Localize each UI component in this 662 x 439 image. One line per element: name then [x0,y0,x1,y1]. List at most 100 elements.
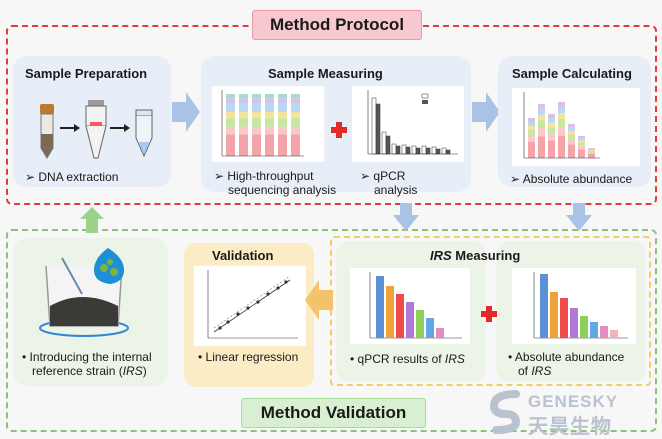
stacked-bar-segment [588,154,595,158]
stacked-bar-segment [538,114,545,121]
stacked-bar-segment [265,98,274,104]
stacked-bar-segment [568,144,575,158]
down-arrow-2 [566,203,592,231]
stacked-bar-segment [252,118,261,127]
plus-icon [331,122,347,138]
stacked-bar-segment [548,114,555,119]
sample-preparation-title: Sample Preparation [25,66,148,81]
stacked-bar-segment [291,111,300,119]
stacked-bar-segment [226,94,235,99]
stacked-bar-segment [278,126,287,135]
sample-measuring-title: Sample Measuring [268,66,383,81]
stacked-bar-segment [278,98,287,104]
stacked-bar-segment [528,122,535,126]
stacked-bar-segment [226,103,235,112]
stacked-bar-segment [558,127,565,136]
stacked-bar-segment [578,149,585,158]
absolute-abundance-bullet: ➢ Absolute abundance [510,172,633,186]
qpcr-bar [381,131,387,155]
stacked-bar-segment [548,127,555,134]
stacked-bar-segment [548,140,555,158]
stacked-bar-segment [568,139,575,145]
stacked-bar-segment [239,94,248,99]
stacked-bar-segment [588,148,595,149]
sample-calculating-title: Sample Calculating [512,66,632,81]
stacked-bar-segment [588,152,595,154]
stacked-bar-segment [252,94,261,99]
stacked-bar-segment [558,113,565,119]
dna-extraction-bullet: ➢ DNA extraction [25,170,119,184]
stacked-bar-segment [568,127,575,131]
stacked-bar-segment [558,102,565,108]
stacked-bar-segment [226,126,235,135]
stacked-bar-segment [265,111,274,119]
method-validation-title: Method Validation [241,398,426,428]
stacked-bar-segment [265,94,274,99]
stacked-bar-segment [278,111,287,119]
stacked-bar-segment [578,142,585,146]
stacked-bar-segment [265,118,274,127]
qpcr-bar [395,145,401,155]
stacked-bar-segment [239,111,248,119]
stacked-bar-segment [588,149,595,150]
method-protocol-title: Method Protocol [252,10,422,40]
qpcr-bar [445,149,451,155]
down-arrow-1 [393,203,419,231]
qpcr-bar [441,147,447,155]
stacked-bar-segment [278,118,287,127]
stacked-bar-segment [265,134,274,156]
validation-title: Validation [212,248,274,263]
stacked-bar-segment [265,126,274,135]
stacked-bar-segment [291,98,300,104]
qpcr-bar [391,143,397,155]
stacked-bar-segment [291,103,300,112]
beaker-inoculation-icon [39,248,129,337]
stacked-bar-segment [548,133,555,141]
flow-arrow-orange [305,280,333,320]
stacked-bar-segment [568,130,575,135]
qpcr-bar [405,146,411,155]
stacked-bar-segment [548,122,555,128]
qpcr-bar [435,148,441,155]
qpcr-bar [401,144,407,155]
stacked-bar-segment [568,124,575,128]
stacked-bar-segment [528,136,535,142]
stacked-bar-segment [252,134,261,156]
method-validation-frame [6,229,657,432]
stacked-bar-segment [558,135,565,158]
stacked-bar-segment [528,118,535,122]
irs-measuring-title: IRS Measuring [430,248,521,263]
stacked-bar-segment [578,140,585,143]
plus-icon-2 [481,306,497,322]
stacked-bar-segment [226,134,235,156]
qpcr-bar [415,147,421,155]
logo-chinese: 天昊生物 [528,416,612,438]
stacked-bar-segment [578,145,585,150]
irs-measuring-frame [330,236,651,386]
stacked-bar-segment [578,136,585,139]
irs-qpcr-bullet: • qPCR results of IRS [350,352,465,366]
stacked-bar-segment [558,107,565,114]
stacked-bar-segment [291,126,300,135]
qpcr-bar [385,135,391,155]
stacked-bar-segment [548,118,555,123]
absolute-abundance-chart-thumbnail [512,88,640,166]
stacked-bar-segment [239,126,248,135]
stacked-bar-segment [291,94,300,99]
qpcr-bar [411,145,417,155]
qpcr-bar [375,103,381,155]
irs-absolute-abundance-chart-thumbnail [512,268,636,344]
up-arrow-green [80,207,104,233]
genesky-logo-icon [489,390,521,434]
dna-extraction-icon [40,100,153,159]
stacked-bar-segment [252,98,261,104]
stacked-bar-segment [528,126,535,130]
linear-regression-bullet: • Linear regression [198,350,299,364]
stacked-bar-segment [538,120,545,129]
qpcr-bar [431,146,437,155]
stacked-bar-segment [252,126,261,135]
stacked-bar-segment [239,98,248,104]
